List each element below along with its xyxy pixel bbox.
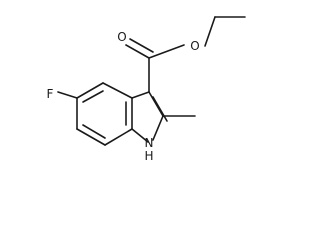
carbonyl-oxygen-label: O: [117, 30, 126, 44]
ester-oxygen-label: O: [190, 39, 199, 53]
benzene-ring: [76, 82, 133, 146]
ester-group: [125, 16, 246, 93]
atom-labels: F O O N H: [47, 30, 200, 163]
structure-diagram: F O O N H: [47, 16, 246, 163]
pyrrole-ring: [131, 91, 168, 143]
fluorine-label: F: [47, 87, 54, 101]
hydrogen-label: H: [144, 149, 153, 163]
nitrogen-label: N: [145, 136, 154, 150]
fluoro-bond: [57, 91, 78, 99]
